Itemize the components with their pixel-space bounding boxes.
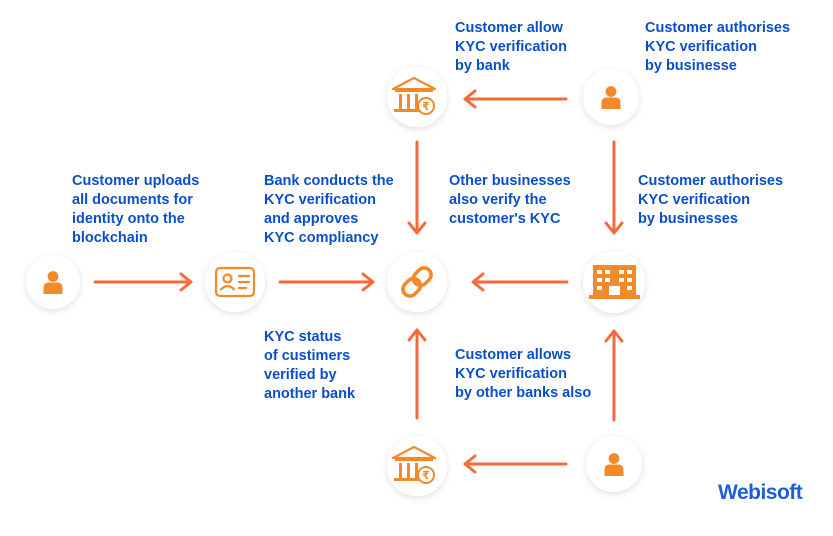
arrow-customer-to-idcard — [93, 272, 193, 292]
building-icon — [589, 265, 640, 299]
label-bank-conducts: Bank conducts the KYC verification and a… — [264, 173, 394, 246]
label-customer-authorises-businesse: Customer authorises KYC verification by … — [645, 20, 791, 74]
arrow-topbank-to-chain — [407, 140, 427, 235]
bank-bottom-node — [387, 436, 447, 496]
chain-link-icon — [401, 266, 433, 298]
arrow-topcustomer-to-business — [604, 140, 624, 235]
arrow-bottomcustomer-to-bottombank — [463, 454, 568, 474]
customer-top-node — [583, 69, 639, 125]
label-customer-uploads: Customer uploads all documents for ident… — [72, 173, 200, 246]
label-customer-authorises-businesses: Customer authorises KYC verification by … — [638, 173, 784, 227]
arrow-business-to-chain — [471, 272, 569, 292]
label-customer-allow-bank: Customer allow KYC verification by bank — [455, 20, 567, 74]
arrow-idcard-to-chain — [278, 272, 375, 292]
chain-node — [387, 252, 447, 312]
arrow-topcustomer-to-topbank — [463, 89, 568, 109]
arrow-bottombank-to-chain — [407, 328, 427, 420]
id-card-node — [205, 252, 265, 312]
label-other-businesses: Other businesses also verify the custome… — [449, 173, 571, 227]
id-card-icon — [214, 266, 256, 298]
arrow-bottomcustomer-to-business — [604, 329, 624, 422]
label-customer-allows-banks: Customer allows KYC verification by othe… — [455, 347, 592, 401]
label-kyc-status: KYC status of custimers verified by anot… — [264, 329, 356, 402]
customer-start-node — [26, 255, 80, 309]
customer-bottom-node — [586, 436, 642, 492]
bank-top-node — [387, 67, 447, 127]
webisoft-logo: Webisoft — [718, 481, 803, 504]
business-node — [583, 251, 645, 313]
